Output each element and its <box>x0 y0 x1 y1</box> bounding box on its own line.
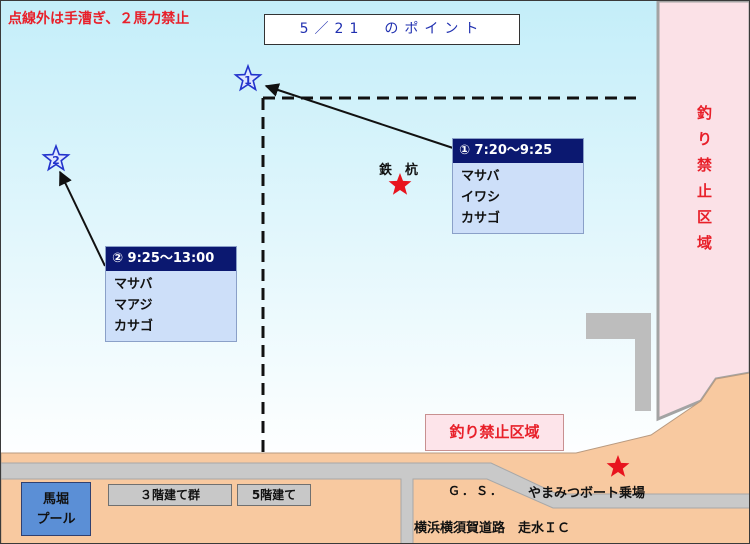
iron-pile-label: 鉄 杭 <box>379 163 419 178</box>
pool-label-line-2: プール <box>36 512 76 527</box>
point-1-time: ① 7:20〜9:25 <box>453 139 583 163</box>
boat-dock-label: やまみつボート乗場 <box>528 486 646 501</box>
fish-item: マサバ <box>461 169 500 184</box>
point-2-time: ② 9:25〜13:00 <box>106 247 236 271</box>
arrow-to-point-1 <box>264 83 454 149</box>
point-2-info-box: ② 9:25〜13:00 マサバ マアジ カサゴ <box>105 246 237 342</box>
blue-star-icon <box>41 143 71 172</box>
point-1-fish-list: マサバ イワシ カサゴ <box>453 163 583 233</box>
iron-pile-star-icon <box>388 173 412 195</box>
restriction-notice: 点線外は手漕ぎ、２馬力禁止 <box>8 11 190 27</box>
point-2-number: 2 <box>52 154 60 167</box>
fish-item: イワシ <box>461 190 501 205</box>
point-1-info-box: ① 7:20〜9:25 マサバ イワシ カサゴ <box>452 138 584 234</box>
fish-item: マアジ <box>114 298 153 313</box>
boat-dock-star-icon <box>606 455 630 477</box>
pool-label-line-1: 馬堀 <box>42 492 69 507</box>
no-fishing-zone-shore-label: 釣り禁止区域 <box>425 414 564 451</box>
pier-vertical <box>635 313 651 411</box>
road <box>1 462 749 543</box>
no-fishing-zone-side-label: 釣り禁止区域 <box>695 105 713 261</box>
fish-item: カサゴ <box>461 211 501 226</box>
mabori-pool-box: 馬堀 プール <box>21 482 91 536</box>
gas-station-label: Ｇ．Ｓ． <box>448 484 505 498</box>
building-group-box: ３階建て群 <box>108 484 232 506</box>
fish-item: カサゴ <box>114 319 154 334</box>
fish-item: マサバ <box>114 277 153 292</box>
point-2-marker: 2 <box>41 143 71 172</box>
point-1-number: 1 <box>244 74 252 87</box>
point-1-marker: 1 <box>233 63 263 92</box>
arrow-to-point-2 <box>59 170 106 267</box>
point-2-fish-list: マサバ マアジ カサゴ <box>106 271 236 341</box>
building-box: 5階建て <box>237 484 311 506</box>
page-title: 5／21 のポイント <box>264 14 520 45</box>
highway-ic-label: 横浜横須賀道路 走水ＩＣ <box>414 521 571 536</box>
blue-star-icon <box>233 63 263 92</box>
